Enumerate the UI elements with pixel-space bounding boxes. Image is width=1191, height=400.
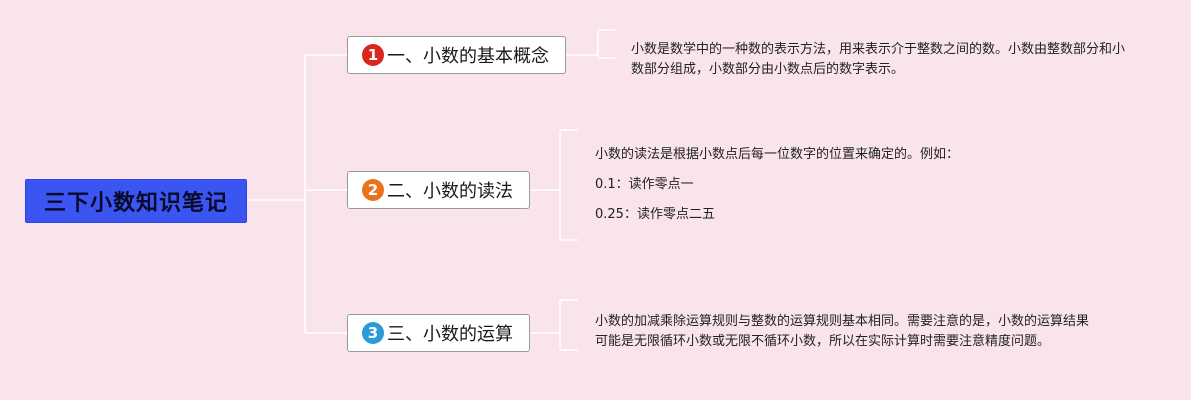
root-title: 三下小数知识笔记 <box>43 191 228 216</box>
number-badge-1-icon: 1 <box>362 44 384 66</box>
branch-2-detail-2: 0.1：读作零点一 <box>595 177 694 192</box>
branch-3-label: 三、小数的运算 <box>387 324 513 345</box>
branch-node-1[interactable]: 1 一、小数的基本概念 <box>347 36 566 74</box>
branch-3-note-text: 小数的加减乘除运算规则与整数的运算规则基本相同。需要注意的是，小数的运算结果可能… <box>595 314 1090 349</box>
branch-3-note: 小数的加减乘除运算规则与整数的运算规则基本相同。需要注意的是，小数的运算结果可能… <box>595 312 1090 352</box>
branch-1-note-text: 小数是数学中的一种数的表示方法，用来表示介于整数之间的数。小数由整数部分和小数部… <box>631 42 1126 77</box>
branch-2-label: 二、小数的读法 <box>387 181 513 202</box>
branch-3-bracket <box>530 299 578 351</box>
branch-1-note: 小数是数学中的一种数的表示方法，用来表示介于整数之间的数。小数由整数部分和小数部… <box>631 40 1131 80</box>
branch-1-bracket <box>566 29 615 59</box>
number-badge-2-icon: 2 <box>362 179 384 201</box>
branch-1-label: 一、小数的基本概念 <box>387 46 549 67</box>
root-node[interactable]: 三下小数知识笔记 <box>25 179 247 223</box>
number-badge-3-icon: 3 <box>362 322 384 344</box>
branch-2-detail-1: 小数的读法是根据小数点后每一位数字的位置来确定的。例如： <box>595 147 960 162</box>
branch-node-2[interactable]: 2 二、小数的读法 <box>347 171 530 209</box>
branch-2-bracket <box>530 129 578 241</box>
branch-2-detail-3: 0.25：读作零点二五 <box>595 207 715 222</box>
branch-node-3[interactable]: 3 三、小数的运算 <box>347 314 530 352</box>
